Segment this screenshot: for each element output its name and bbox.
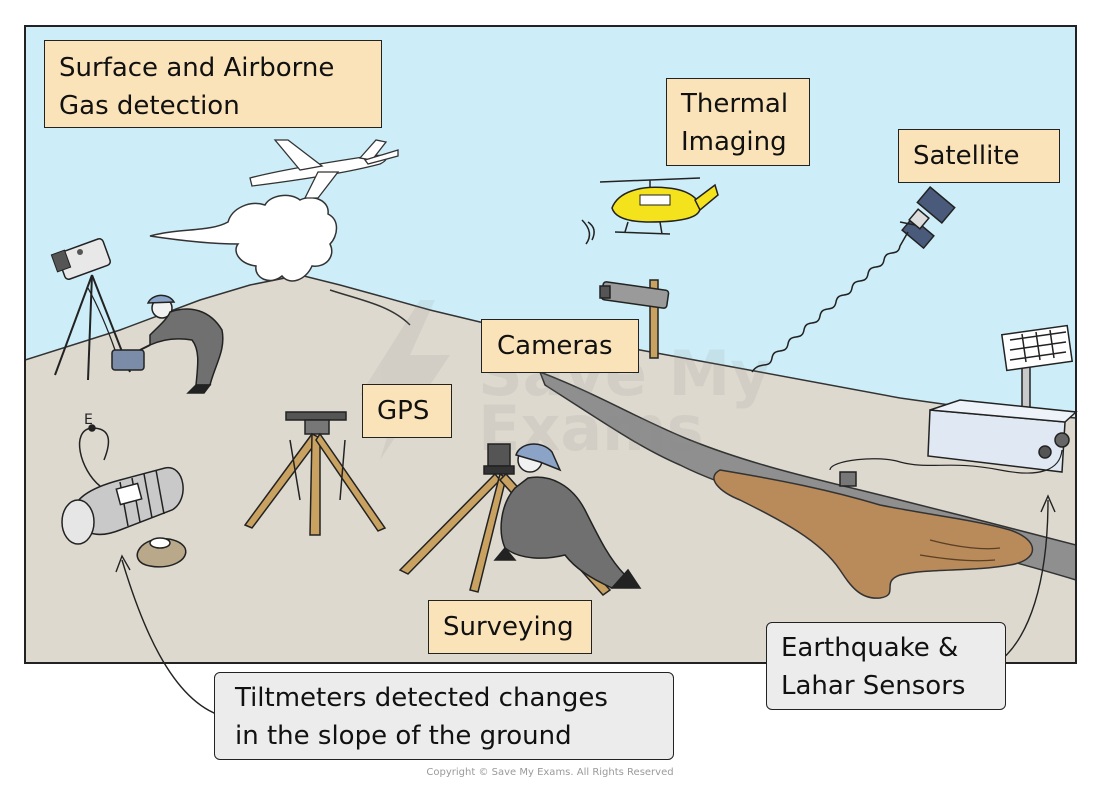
label-thermal-imaging: Thermal Imaging [666,78,810,166]
label-gps: GPS [362,384,452,438]
sensor-leader-line [995,499,1049,665]
callout-earthquake-lahar: Earthquake & Lahar Sensors [766,622,1006,710]
tiltmeter-icon: E [61,412,187,568]
sensor-station-icon [829,324,1078,487]
worker-surveying-icon [493,443,642,589]
airplane-icon [249,139,399,199]
label-surveying: Surveying [428,600,592,654]
gas-detector-box [111,349,145,371]
label-surveying-text: Surveying [443,612,574,642]
satellite-signal [751,231,909,373]
label-cameras: Cameras [481,319,639,373]
gas-plume [149,194,338,282]
callout-tilt-line1: Tiltmeters detected changes [235,683,608,713]
callout-earthquake-line2: Lahar Sensors [781,671,966,701]
satellite-icon [899,185,956,250]
label-cameras-text: Cameras [497,331,613,361]
gas-detector-tripod-icon [50,238,131,381]
gps-tripod-icon [243,411,387,536]
diagram-frame [24,25,1077,664]
callout-tilt-line2: in the slope of the ground [235,721,572,751]
label-gas-detection-line1: Surface and Airborne [59,53,335,83]
label-satellite-text: Satellite [913,141,1020,171]
label-gas-detection-line2: Gas detection [59,91,240,121]
worker-gas-icon [139,294,224,394]
helicopter-icon [581,177,719,245]
label-gas-detection: Surface and Airborne Gas detection [44,40,382,128]
copyright-notice: Copyright © Save My Exams. All Rights Re… [426,767,674,778]
callout-earthquake-line1: Earthquake & [781,633,959,663]
label-gps-text: GPS [377,396,430,426]
camera-icon [599,279,670,359]
callout-tiltmeters: Tiltmeters detected changes in the slope… [214,672,674,760]
lahar-flow [713,469,1034,599]
watermark-line2: Exams [478,392,704,465]
label-satellite: Satellite [898,129,1060,183]
label-thermal-line2: Imaging [681,127,787,157]
label-thermal-line1: Thermal [681,89,789,119]
tiltmeter-leader-line [121,559,223,717]
svg-text:E: E [84,412,93,428]
